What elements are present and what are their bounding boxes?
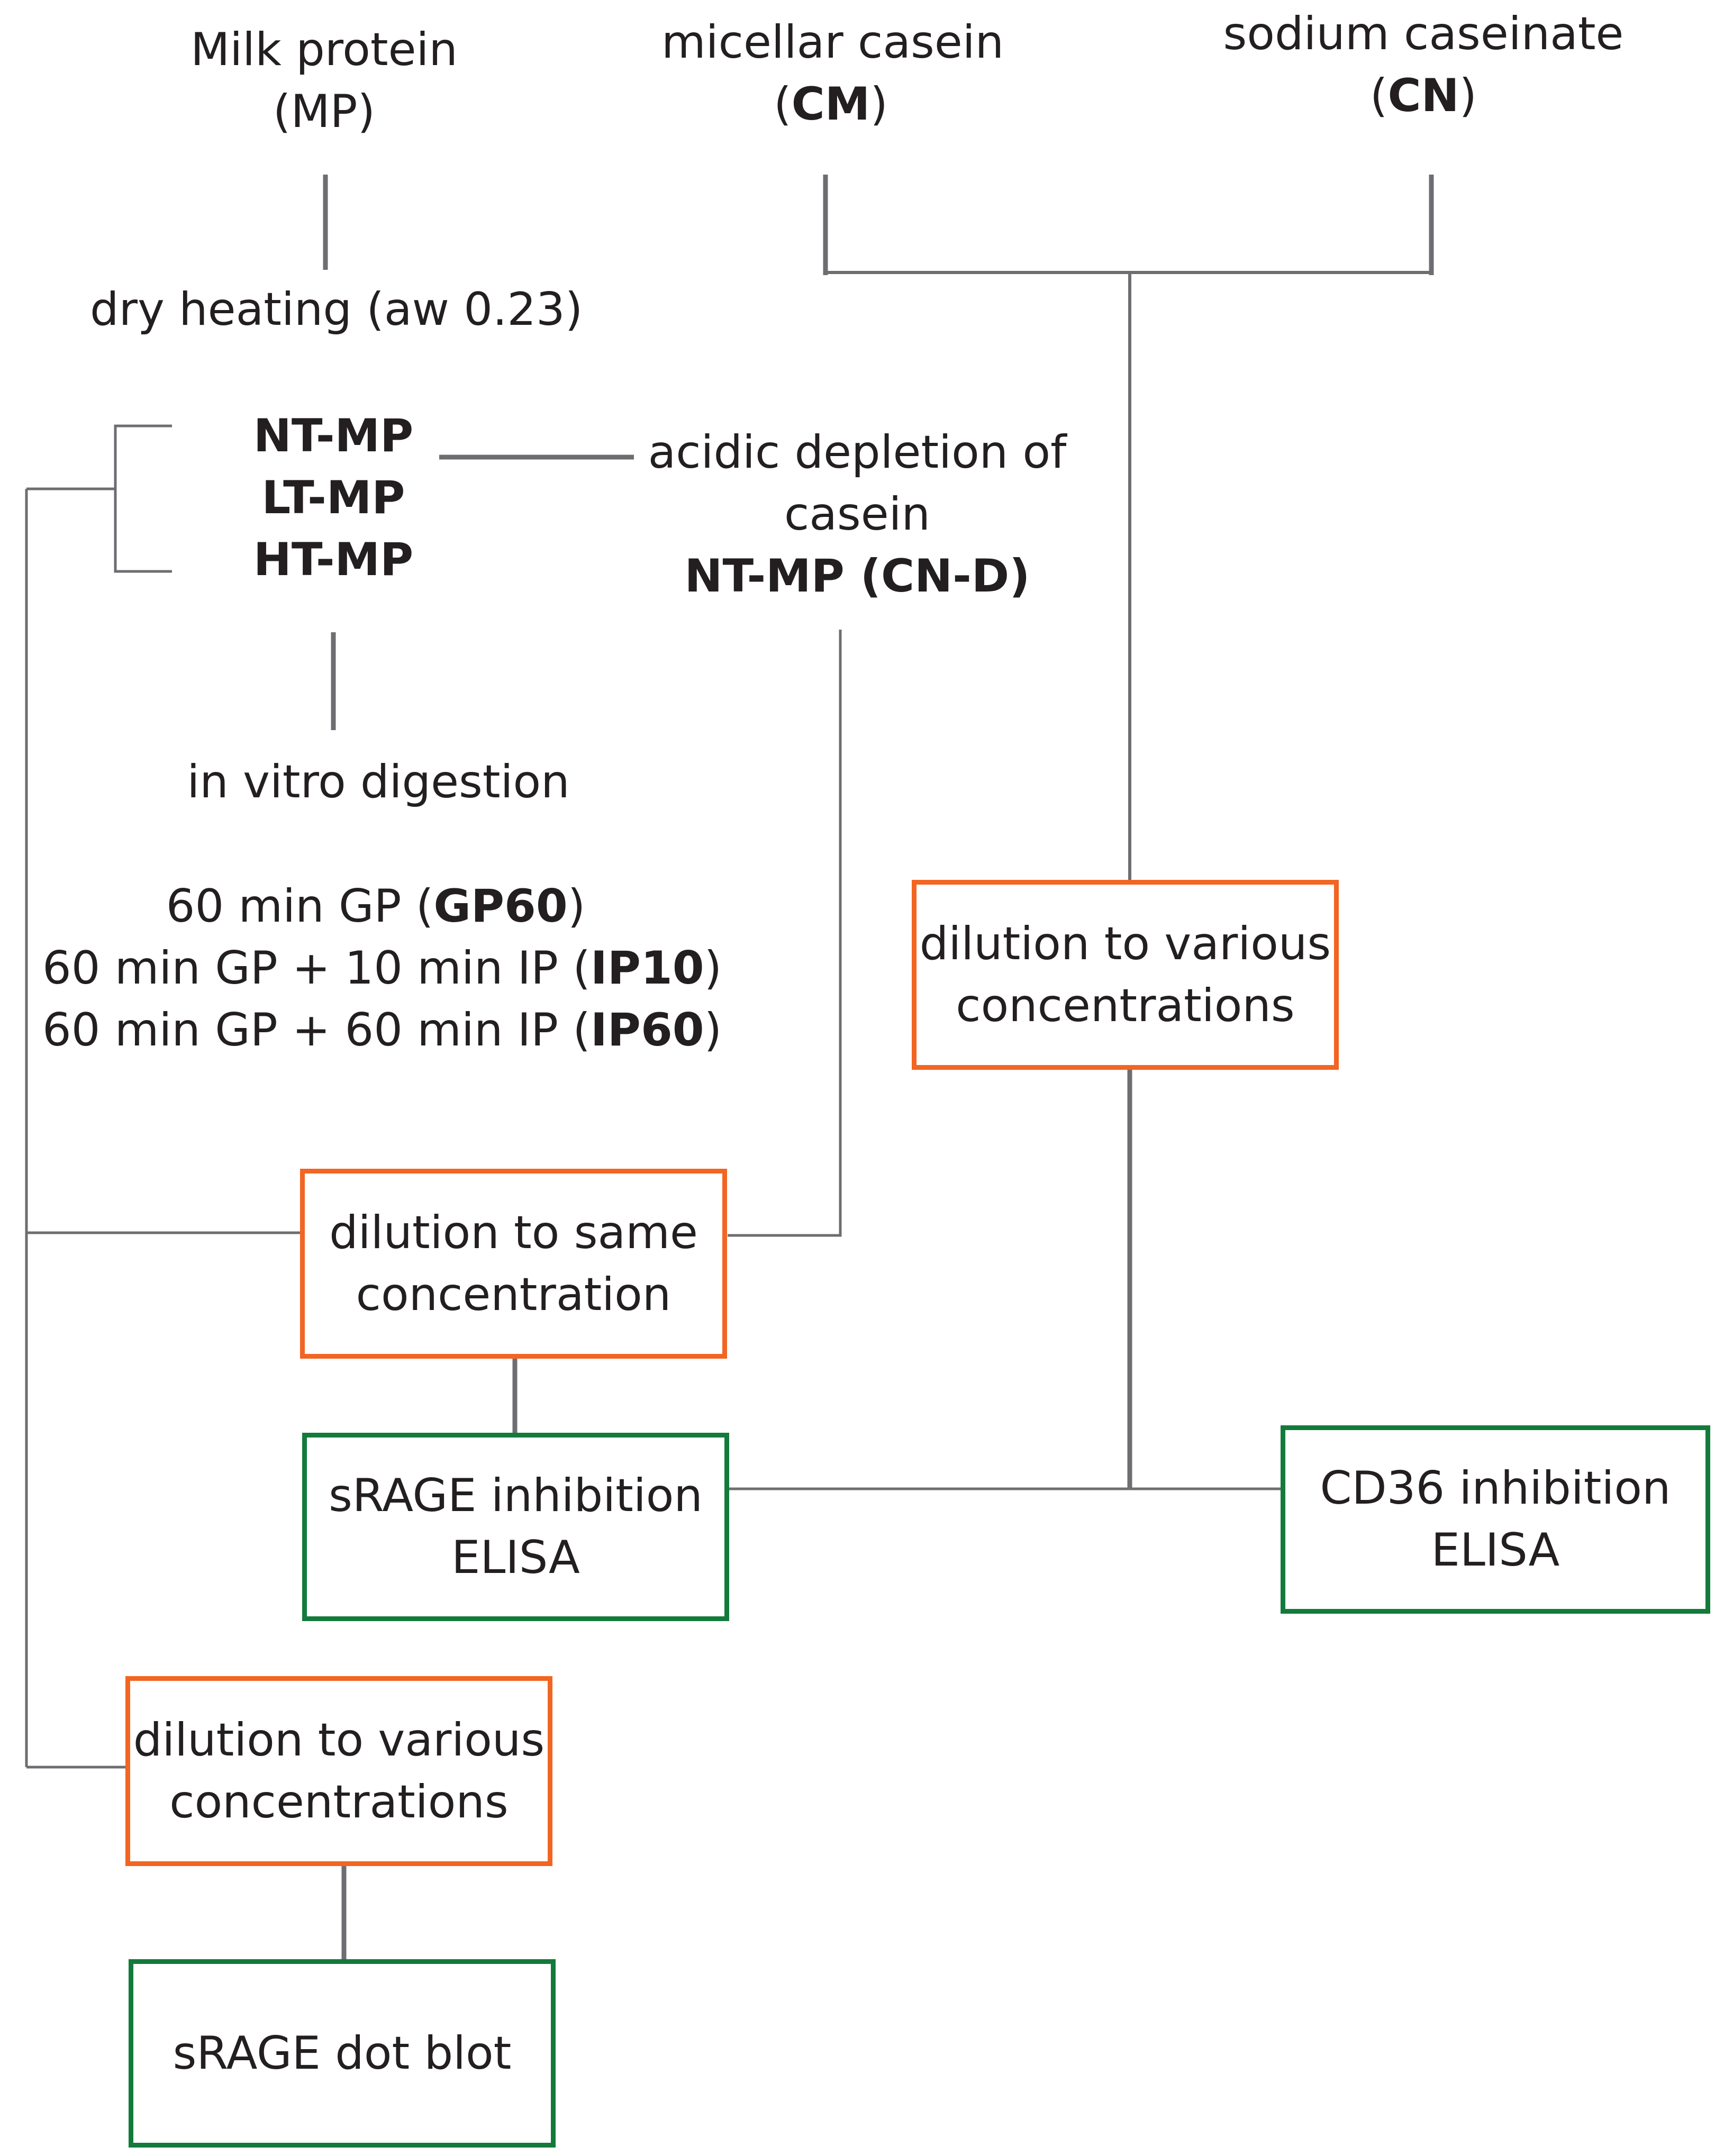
sample-ht-mp: HT-MP: [253, 533, 414, 586]
samples-bracket: [114, 424, 172, 573]
box-dilution-various-top: dilution to various concentrations: [912, 880, 1339, 1070]
box-srage-elisa: sRAGE inhibition ELISA: [302, 1433, 729, 1621]
node-milk-protein: Milk protein (MP): [180, 19, 468, 143]
box-label-line: concentration: [356, 1268, 672, 1321]
digestion-step: 60 min GP + 60 min IP (IP60): [42, 1004, 722, 1057]
box-label-line: dilution to same: [329, 1206, 698, 1259]
acidic-depletion-line-3: NT-MP (CN-D): [684, 550, 1030, 603]
milk-protein-abbr: (MP): [273, 85, 376, 138]
digestion-step: 60 min GP + 10 min IP (IP10): [42, 942, 722, 995]
node-samples: NT-MP LT-MP HT-MP: [201, 405, 466, 591]
node-micellar-casein: micellar casein (CM): [661, 12, 1004, 135]
box-label-line: ELISA: [451, 1531, 580, 1584]
box-srage-dot-blot: sRAGE dot blot: [129, 1959, 556, 2148]
sodium-caseinate-abbr: (CN): [1369, 69, 1477, 122]
box-label-line: sRAGE inhibition: [329, 1469, 703, 1522]
box-label-line: sRAGE dot blot: [173, 2026, 512, 2080]
box-label-line: concentrations: [169, 1775, 509, 1828]
sample-lt-mp: LT-MP: [261, 471, 405, 524]
digestion-step: 60 min GP (GP60): [166, 880, 586, 933]
acidic-depletion-line-2: casein: [784, 488, 931, 541]
box-label-line: dilution to various: [133, 1713, 545, 1767]
node-dry-heating: dry heating (aw 0.23): [90, 283, 583, 336]
micellar-casein-label: micellar casein: [661, 16, 1004, 69]
box-label-line: dilution to various: [919, 917, 1331, 970]
node-digestion-steps: 60 min GP (GP60) 60 min GP + 10 min IP (…: [42, 876, 722, 1061]
sample-nt-mp: NT-MP: [253, 410, 414, 462]
box-cd36-elisa: CD36 inhibition ELISA: [1281, 1425, 1710, 1614]
node-sodium-caseinate: sodium caseinate (CN): [1217, 3, 1630, 127]
box-label-line: ELISA: [1431, 1524, 1560, 1577]
box-dilution-same: dilution to same concentration: [300, 1169, 727, 1359]
connector-cnd-same-dilution: [728, 630, 842, 1237]
node-in-vitro-digestion: in vitro digestion: [187, 756, 570, 808]
box-dilution-various-bottom: dilution to various concentrations: [125, 1676, 552, 1866]
box-label-line: concentrations: [956, 979, 1295, 1032]
sodium-caseinate-label: sodium caseinate: [1223, 7, 1624, 60]
node-acidic-depletion: acidic depletion of casein NT-MP (CN-D): [630, 422, 1085, 607]
milk-protein-label: Milk protein: [190, 23, 458, 76]
micellar-casein-abbr: (CM): [774, 78, 888, 131]
acidic-depletion-line-1: acidic depletion of: [648, 426, 1067, 479]
box-label-line: CD36 inhibition: [1320, 1462, 1671, 1515]
